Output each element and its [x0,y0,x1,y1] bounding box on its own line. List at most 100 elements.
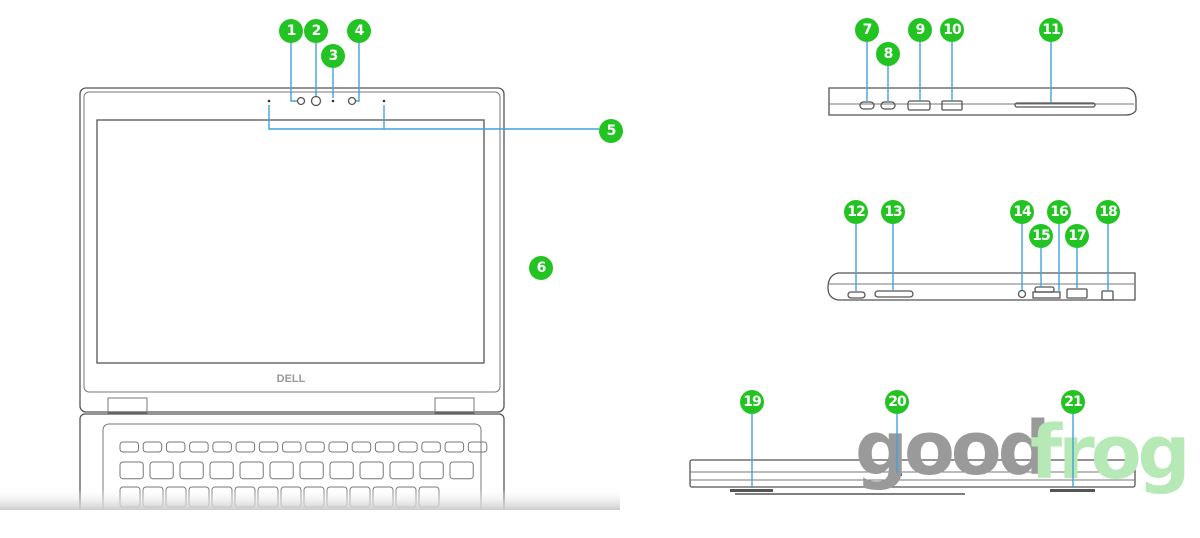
keyboard-key [449,461,474,480]
usb-c-port-1 [859,101,875,110]
keyboard-key [269,461,294,480]
sim-slot [1032,291,1061,299]
callout-marker-11: 11 [1039,18,1063,42]
usb-c-port-2 [880,101,896,110]
display-screen [96,119,485,364]
svg-text:frog: frog [1030,410,1187,496]
callout-marker-16: 16 [1047,200,1071,224]
security-lock-slot [1101,290,1114,301]
svg-text:9: 9 [916,22,925,38]
callout-marker-19: 19 [740,390,764,414]
laptop-front-view: DELL [0,87,620,538]
svg-text:10: 10 [943,22,962,38]
callout-marker-17: 17 [1065,224,1089,248]
hdmi-port [907,100,931,111]
keyboard-key [209,461,234,480]
callout-marker-7: 7 [855,18,879,42]
svg-text:17: 17 [1068,228,1086,244]
callout-marker-2: 2 [304,19,328,43]
svg-text:19: 19 [743,394,761,410]
svg-text:13: 13 [884,204,902,220]
svg-text:5: 5 [607,123,616,139]
callout-marker-9: 9 [908,18,932,42]
usb-a-port [1066,288,1088,299]
goodfrog-watermark: good frog [855,406,1191,496]
keyboard-key [239,461,264,480]
speaker-slot [874,290,914,298]
camera-light [331,99,335,103]
microsd-slot [1034,286,1055,293]
keyboard-key [258,441,279,453]
svg-text:3: 3 [329,48,338,64]
svg-text:4: 4 [355,23,365,39]
usb-a-port [941,100,963,111]
keyboard-key [374,441,395,453]
keyboard-key [359,461,384,480]
callout-marker-14: 14 [1010,200,1034,224]
laptop-front-edge-view [689,459,1136,495]
keyboard-key [282,441,302,453]
battery-light [892,473,902,476]
keyboard-key [329,461,354,480]
callout-marker-10: 10 [940,18,964,42]
svg-text:good: good [855,406,1047,492]
keyboard-key [351,441,372,453]
svg-text:11: 11 [1042,22,1060,38]
callout-marker-1: 1 [279,19,303,43]
keyboard-key [142,441,163,453]
svg-text:8: 8 [884,46,893,62]
svg-text:18: 18 [1099,204,1117,220]
callout-marker-5: 5 [599,119,623,143]
keyboard-key [389,461,414,480]
ir-camera [347,96,357,106]
svg-text:12: 12 [847,204,865,220]
camera [310,95,322,107]
keyboard-key [119,441,139,453]
callout-marker-4: 4 [347,19,371,43]
speaker-left [730,489,773,492]
ir-emitter [296,96,306,106]
callout-marker-18: 18 [1096,200,1120,224]
laptop-left-side-view [828,87,1137,116]
power-button [847,291,866,299]
callout-marker-13: 13 [881,200,905,224]
keyboard-key [299,461,324,480]
keyboard-key [119,461,144,480]
keyboard-key [444,441,465,453]
keyboard-key [421,441,441,453]
callout-marker-3: 3 [321,44,345,68]
dell-logo: DELL [277,373,306,385]
callout-marker-21: 21 [1061,390,1085,414]
speaker-slot [1014,102,1096,108]
audio-jack [1017,289,1027,299]
speaker-right [1050,489,1095,492]
microphone-right [382,99,386,103]
keyboard-key [467,441,488,453]
keyboard-key [305,441,325,453]
svg-text:20: 20 [888,394,907,410]
callout-marker-12: 12 [844,200,868,224]
keyboard-key [179,461,204,480]
microphone-left [267,99,271,103]
callout-marker-6: 6 [529,256,553,280]
svg-text:15: 15 [1032,228,1050,244]
callout-marker-15: 15 [1029,224,1053,248]
keyboard-key [398,441,418,453]
svg-text:6: 6 [537,260,546,276]
laptop-right-side-view [827,272,1136,301]
svg-text:16: 16 [1050,204,1068,220]
keyboard-key [212,441,232,453]
svg-text:2: 2 [312,23,321,39]
callout-marker-20: 20 [885,390,909,414]
svg-text:1: 1 [287,23,296,39]
svg-text:7: 7 [863,22,872,38]
keyboard-key [189,441,209,453]
keyboard-key [419,461,444,480]
svg-text:14: 14 [1013,204,1032,220]
keyboard-key [149,461,174,480]
keyboard-key [165,441,186,453]
keyboard-key [235,441,256,453]
keyboard-key [328,441,348,453]
svg-text:21: 21 [1064,394,1082,410]
